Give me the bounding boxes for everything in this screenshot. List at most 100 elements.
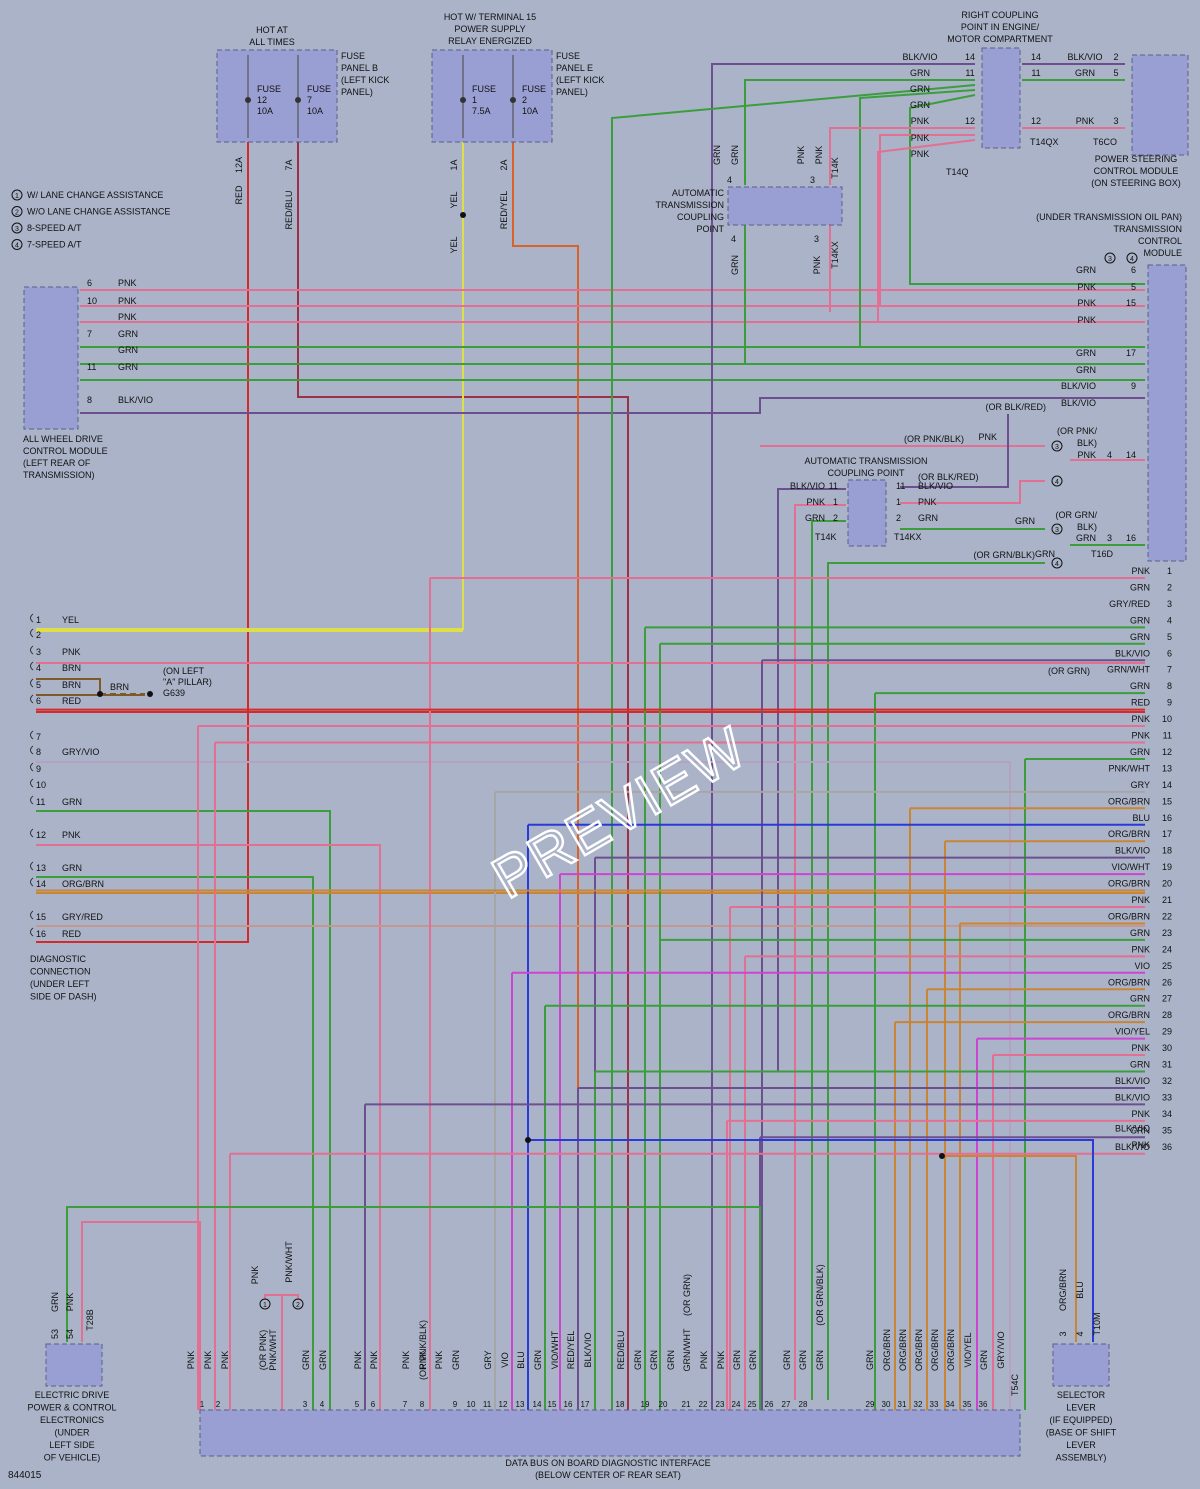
dbi-pin-number: 31 [898, 1400, 907, 1409]
awd-pin-number: 8 [87, 395, 92, 405]
diag-pin-terminal [30, 795, 34, 805]
bus-wire-label: PNK [1131, 566, 1150, 576]
fuse-panel-e-label: (LEFT KICK [556, 75, 604, 85]
wire-label-red-yel: RED/YEL [499, 191, 509, 230]
rcp-pnk-wire [877, 139, 976, 322]
diag-pin-terminal [30, 828, 34, 838]
diag-wire-label: BRN [62, 680, 81, 690]
dbi-wire-label: GRY/VIO [996, 1331, 1006, 1368]
electric-drive-label: ELECTRIC DRIVE [35, 1390, 110, 1400]
awd-wire-label: PNK [118, 296, 137, 306]
tcm-option-marker [1051, 475, 1063, 487]
atcp-mid-blkvio [777, 488, 846, 1072]
selector-lever-label: (IF EQUIPPED) [1049, 1415, 1112, 1425]
bus-pin-number: 27 [1162, 994, 1172, 1004]
conn-id-t14kx: T14KX [830, 241, 840, 269]
tcm-wire-label: GRN [1076, 265, 1096, 275]
electric-drive-label: LEFT SIDE [49, 1440, 94, 1450]
atcp-mid [847, 479, 887, 547]
dbi-wire-label: BLU [516, 1351, 526, 1369]
atcp-mid-label: AUTOMATIC TRANSMISSION [804, 456, 927, 466]
atcp-mid-label: COUPLING POINT [827, 468, 905, 478]
tcm-pin-number: 5 [1131, 282, 1136, 292]
atcp-mid-wire-label: PNK [806, 497, 825, 507]
dbi-wire-label: PNK [418, 1351, 428, 1370]
power-steering-module [1131, 54, 1189, 156]
dbi-pin-number: 11 [483, 1400, 492, 1409]
atcp-mid-pin: 1 [833, 497, 838, 507]
legend-text: W/O LANE CHANGE ASSISTANCE [27, 207, 170, 217]
tcm-module [1147, 264, 1187, 562]
atcp-mid-pin: 2 [833, 513, 838, 523]
diag-pin-terminal [30, 910, 34, 920]
diag-pin-terminal [30, 645, 34, 655]
tcm-wire-label: PNK [1077, 282, 1096, 292]
data-bus-interface-label: (BELOW CENTER OF REAR SEAT) [535, 1470, 681, 1480]
selector-lever-label: SELECTOR [1057, 1390, 1106, 1400]
dbi-pin-number: 4 [320, 1400, 325, 1409]
right-coupling-label: RIGHT COUPLING [961, 10, 1038, 20]
bus-wire-label: BLK/VIO [1115, 648, 1150, 658]
rcp-pin-number: 12 [965, 116, 975, 126]
dbi-wire-label: (OR PNK) [258, 1330, 268, 1371]
rcp-wire-label: PNK [911, 133, 930, 143]
diag-pin-number: 15 [36, 912, 46, 922]
fuse-label: 10A [307, 106, 323, 116]
lca-wire [282, 1294, 299, 1300]
atcp-mid-pin: 11 [896, 481, 905, 491]
fuse-terminal: 1A [449, 159, 459, 170]
bus-pin-number: 12 [1162, 747, 1172, 757]
wire-label-yel: YEL [449, 191, 459, 208]
bus-pin-number: 26 [1162, 977, 1172, 987]
atcp-top-label: POINT [696, 224, 724, 234]
dbi-pin-number: 35 [963, 1400, 972, 1409]
dbi-pin-number: 16 [564, 1400, 573, 1409]
yel-splice-dot [460, 212, 466, 218]
bus-wire-label: BLK/VIO [1115, 1076, 1150, 1086]
awd-blkvio-wire [80, 397, 1145, 414]
fuse-element [245, 97, 251, 103]
diag-pin-terminal [30, 745, 34, 755]
dbi-pin-number: 12 [499, 1400, 508, 1409]
rcp-wire-label: GRN [1075, 68, 1095, 78]
diag-pin-number: 7 [36, 732, 41, 742]
fuse-label: 7.5A [472, 106, 491, 116]
atcp-mid-wire-label: BLK/VIO [790, 481, 825, 491]
lca-wire-label: PNK/WHT [284, 1241, 294, 1283]
bus-wire-label: GRN [1130, 632, 1150, 642]
diag-pin-number: 4 [36, 663, 41, 673]
atcp-top-wire-label: PNK [814, 146, 824, 165]
rcp-wire-label: BLK/VIO [1067, 52, 1102, 62]
bus-wire-label: BLK/VIO [1115, 1092, 1150, 1102]
dbi-wire-label: PNK [699, 1351, 709, 1370]
atcp-top-pin: 4 [727, 175, 732, 185]
fuse-label: FUSE [522, 84, 546, 94]
bus-wire-label: PNK [1131, 1109, 1150, 1119]
bus-pin-number: 9 [1167, 698, 1172, 708]
fuse-label: 10A [522, 106, 538, 116]
diag-wire-label: GRY/VIO [62, 747, 99, 757]
ground-wire-label: BRN [110, 682, 129, 692]
diag-wire-label: YEL [62, 615, 79, 625]
rcp-pin-number: 11 [965, 68, 974, 78]
awd-pin-number: 11 [87, 362, 96, 372]
bus-wire-label: ORG/BRN [1108, 829, 1150, 839]
diag-wire-label: GRN [62, 863, 82, 873]
rcp-pin-number: 5 [1113, 68, 1118, 78]
bus-wire-label: GRN [1130, 994, 1150, 1004]
bus-pin-number: 7 [1167, 665, 1172, 675]
right-coupling-label: POINT IN ENGINE/ [961, 22, 1040, 32]
diag-pin-number: 16 [36, 929, 46, 939]
dbi-wire-label: GRN [301, 1350, 311, 1370]
dbi-pin-number: 30 [882, 1400, 891, 1409]
dbi-pin-number: 36 [979, 1400, 988, 1409]
blu-splice-dot [525, 1137, 531, 1143]
tcm-note: BLK) [1077, 522, 1097, 532]
diag-pin-terminal [30, 861, 34, 871]
figure-id: 844015 [8, 1470, 42, 1481]
edp-pin-number: 53 [50, 1329, 60, 1339]
tcm-pnk-branch [900, 480, 1045, 504]
diag-pin-terminal [30, 694, 34, 704]
brn-splice-dot [97, 691, 103, 697]
atcp-top [727, 186, 843, 226]
